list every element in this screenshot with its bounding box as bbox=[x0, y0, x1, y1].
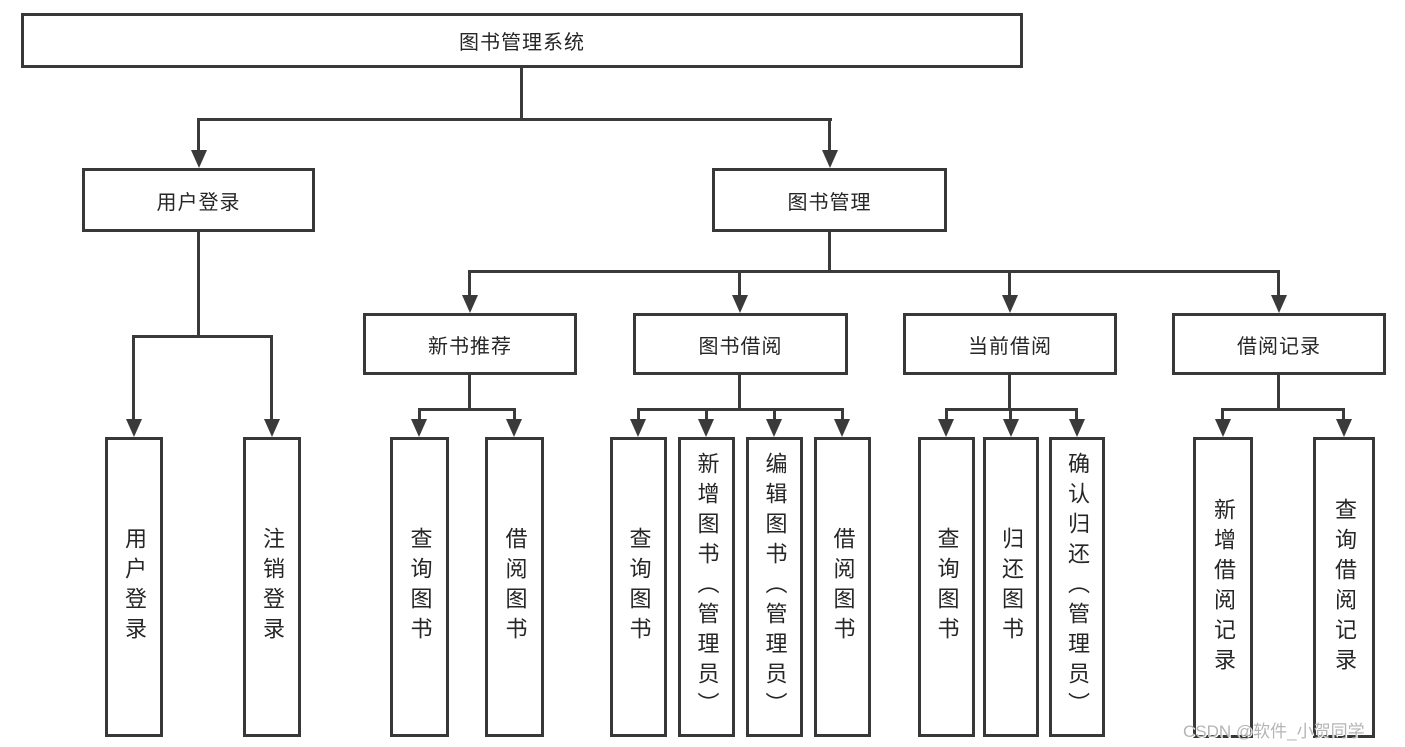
leaf-label: 借阅图书 bbox=[502, 527, 528, 647]
leaf-label: 注销登录 bbox=[260, 527, 285, 647]
leaf-label: 新增借阅记录 bbox=[1211, 497, 1236, 678]
connector-book-borrowing-drop bbox=[738, 270, 741, 298]
arrow-to-leaf-confirm-return bbox=[1069, 419, 1085, 437]
node-current-borrowing: 当前借阅 bbox=[903, 313, 1117, 375]
leaf-label: 确认归还（管理员） bbox=[1065, 452, 1090, 722]
connector-book-borrowing-stem bbox=[738, 375, 741, 408]
leaf-label: 查询图书 bbox=[626, 527, 652, 647]
node-book-management: 图书管理 bbox=[712, 168, 947, 232]
connector-borrowing-records-bar bbox=[1221, 408, 1345, 411]
leaf-borrow-books-recommendation: 借阅图书 bbox=[485, 437, 544, 737]
leaf-label: 用户登录 bbox=[122, 527, 147, 647]
arrow-to-book-management bbox=[822, 150, 838, 168]
leaf-label: 归还图书 bbox=[999, 527, 1024, 647]
arrow-to-leaf-add-books bbox=[698, 419, 714, 437]
connector-leaf-drop bbox=[1075, 408, 1078, 423]
arrow-to-leaf-search-books-1 bbox=[411, 419, 427, 437]
leaf-confirm-return-admin: 确认归还（管理员） bbox=[1049, 437, 1105, 737]
arrow-to-leaf-login bbox=[126, 419, 142, 437]
arrow-to-leaf-search-books-2 bbox=[630, 419, 646, 437]
connector-book-management-drop bbox=[828, 118, 831, 154]
connector-book-borrowing-bar bbox=[637, 408, 844, 411]
arrow-to-leaf-edit-books bbox=[766, 419, 782, 437]
arrow-to-borrowing-records bbox=[1271, 295, 1287, 313]
node-label: 用户登录 bbox=[156, 191, 241, 214]
connector-root-bar bbox=[197, 118, 832, 121]
connector-user-login-bar bbox=[132, 335, 273, 338]
leaf-add-books-admin: 新增图书（管理员） bbox=[678, 437, 735, 737]
arrow-to-leaf-search-borrow-record bbox=[1336, 419, 1352, 437]
node-label: 借阅记录 bbox=[1237, 335, 1321, 358]
leaf-label: 新增图书（管理员） bbox=[694, 452, 720, 722]
connector-book-management-bar bbox=[468, 270, 1280, 273]
connector-leaf-drop bbox=[945, 408, 948, 423]
arrow-to-leaf-search-books-3 bbox=[938, 419, 954, 437]
node-library-management-system: 图书管理系统 bbox=[21, 13, 1023, 68]
connector-user-login-drop bbox=[197, 118, 200, 154]
connector-borrowing-records-stem bbox=[1277, 375, 1280, 408]
node-label: 图书借阅 bbox=[698, 335, 783, 358]
arrow-to-leaf-return-books bbox=[1003, 419, 1019, 437]
node-label: 图书管理系统 bbox=[459, 32, 585, 54]
node-borrowing-records: 借阅记录 bbox=[1172, 313, 1386, 375]
leaf-add-borrowing-record: 新增借阅记录 bbox=[1193, 437, 1253, 738]
connector-new-book-bar bbox=[418, 408, 516, 411]
connector-current-borrowing-stem bbox=[1008, 375, 1011, 408]
node-label: 当前借阅 bbox=[968, 335, 1052, 358]
csdn-watermark: CSDN @软件_小贺同学 bbox=[1183, 722, 1365, 741]
connector-user-login-stem bbox=[197, 232, 200, 335]
leaf-search-books-recommendation: 查询图书 bbox=[390, 437, 449, 737]
connector-current-borrowing-drop bbox=[1008, 270, 1011, 298]
connector-book-management-stem bbox=[828, 232, 831, 270]
leaf-search-borrowing-record: 查询借阅记录 bbox=[1313, 437, 1375, 738]
arrow-to-book-borrowing bbox=[732, 295, 748, 313]
leaf-user-login: 用户登录 bbox=[105, 437, 163, 737]
connector-new-book-drop bbox=[468, 270, 471, 298]
connector-new-book-stem bbox=[468, 375, 471, 408]
leaf-label: 编辑图书（管理员） bbox=[762, 452, 788, 722]
leaf-borrow-books: 借阅图书 bbox=[814, 437, 871, 737]
leaf-logout: 注销登录 bbox=[243, 437, 301, 737]
leaf-label: 借阅图书 bbox=[830, 527, 856, 647]
leaf-edit-books-admin: 编辑图书（管理员） bbox=[746, 437, 803, 737]
arrow-to-leaf-borrow-books-2 bbox=[834, 419, 850, 437]
connector-leaf-login-drop bbox=[132, 335, 135, 423]
arrow-to-current-borrowing bbox=[1002, 295, 1018, 313]
connector-leaf-drop bbox=[773, 408, 776, 423]
node-label: 图书管理 bbox=[787, 191, 872, 214]
leaf-search-books-borrowing: 查询图书 bbox=[610, 437, 667, 737]
connector-leaf-drop bbox=[841, 408, 844, 423]
node-book-borrowing: 图书借阅 bbox=[633, 313, 848, 375]
connector-leaf-drop bbox=[418, 408, 421, 423]
node-new-book-recommendation: 新书推荐 bbox=[363, 313, 577, 375]
arrow-to-leaf-logout bbox=[264, 419, 280, 437]
leaf-search-books-current: 查询图书 bbox=[918, 437, 975, 737]
connector-leaf-drop bbox=[637, 408, 640, 423]
connector-root-stem bbox=[520, 68, 523, 118]
connector-leaf-drop bbox=[1342, 408, 1345, 423]
node-user-login: 用户登录 bbox=[82, 168, 315, 232]
leaf-return-books: 归还图书 bbox=[983, 437, 1039, 737]
arrow-to-leaf-add-borrow-record bbox=[1215, 419, 1231, 437]
leaf-label: 查询借阅记录 bbox=[1332, 497, 1357, 678]
arrow-to-leaf-borrow-books-1 bbox=[506, 419, 522, 437]
connector-leaf-drop bbox=[1221, 408, 1224, 423]
connector-leaf-drop bbox=[705, 408, 708, 423]
node-label: 新书推荐 bbox=[428, 335, 512, 358]
leaf-label: 查询图书 bbox=[407, 527, 433, 647]
connector-borrowing-records-drop bbox=[1277, 270, 1280, 298]
connector-leaf-drop bbox=[513, 408, 516, 423]
connector-leaf-drop bbox=[1009, 408, 1012, 423]
arrow-to-new-book-recommendation bbox=[462, 295, 478, 313]
leaf-label: 查询图书 bbox=[934, 527, 960, 647]
arrow-to-user-login bbox=[191, 150, 207, 168]
connector-leaf-logout-drop bbox=[270, 335, 273, 423]
